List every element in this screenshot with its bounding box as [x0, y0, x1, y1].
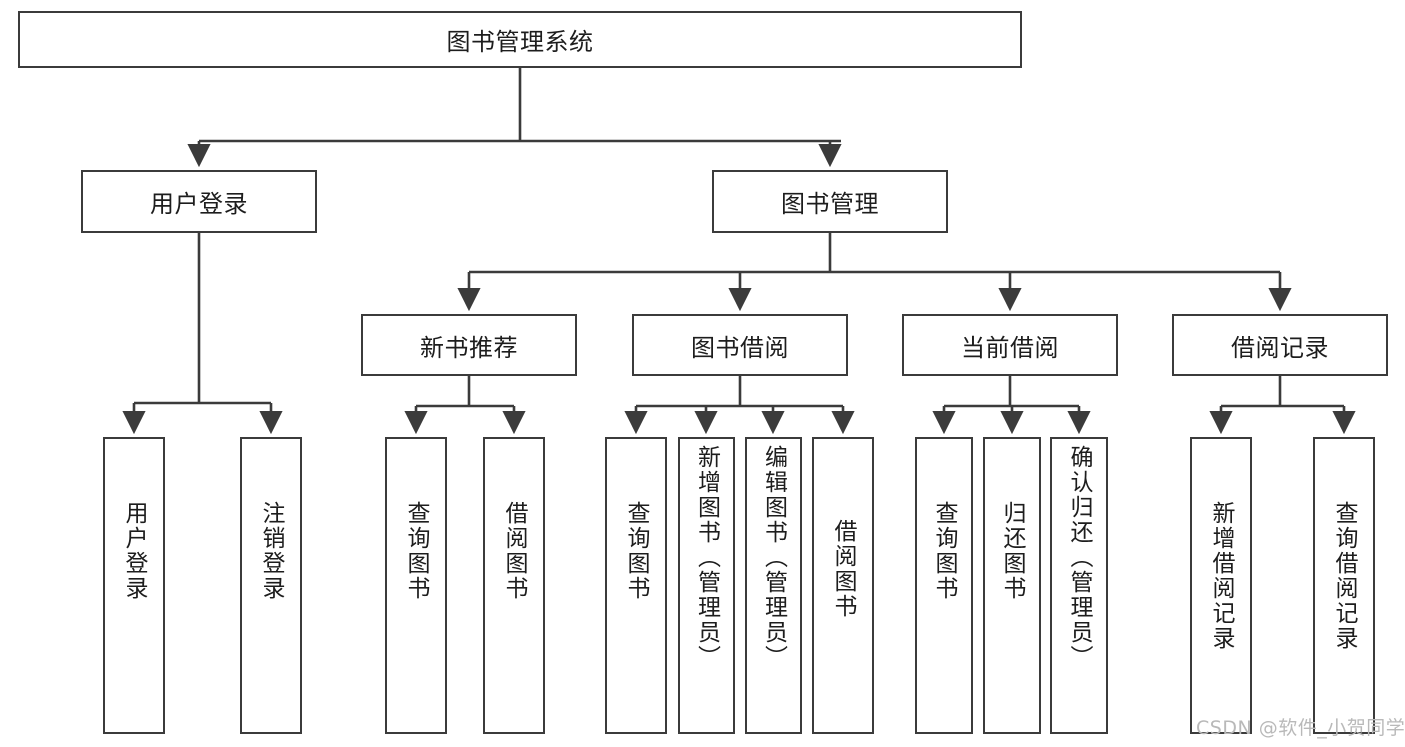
node-leaf-9[interactable]: 归还图书: [983, 437, 1041, 734]
node-level2-0[interactable]: 用户登录: [81, 170, 317, 233]
node-level3-2[interactable]: 当前借阅: [902, 314, 1118, 376]
node-leaf-8[interactable]: 查询图书: [915, 437, 973, 734]
node-leaf-2[interactable]: 查询图书: [385, 437, 447, 734]
node-leaf-11-label: 新增借阅记录: [1208, 501, 1235, 651]
node-leaf-3-label: 借阅图书: [501, 501, 528, 601]
node-leaf-7-label: 借阅图书: [830, 519, 857, 619]
csdn-watermark: CSDN @软件_小贺同学: [1196, 717, 1405, 739]
node-level3-0-label: 新书推荐: [420, 333, 518, 362]
node-level2-0-label: 用户登录: [150, 190, 248, 218]
node-leaf-1[interactable]: 注销登录: [240, 437, 302, 734]
node-leaf-11[interactable]: 新增借阅记录: [1190, 437, 1252, 734]
node-level3-0[interactable]: 新书推荐: [361, 314, 577, 376]
node-level3-3-label: 借阅记录: [1231, 333, 1329, 362]
node-leaf-0[interactable]: 用户登录: [103, 437, 165, 734]
node-leaf-4[interactable]: 查询图书: [605, 437, 667, 734]
node-leaf-10-label: 确认归还（管理员）: [1066, 445, 1093, 670]
node-leaf-0-label: 用户登录: [121, 501, 148, 601]
node-leaf-9-label: 归还图书: [999, 501, 1026, 601]
node-level3-1[interactable]: 图书借阅: [632, 314, 848, 376]
node-leaf-1-label: 注销登录: [258, 501, 285, 601]
node-leaf-7[interactable]: 借阅图书: [812, 437, 874, 734]
node-leaf-5[interactable]: 新增图书（管理员）: [678, 437, 735, 734]
node-root-label: 图书管理系统: [446, 28, 594, 56]
node-leaf-4-label: 查询图书: [623, 501, 650, 601]
node-level3-3[interactable]: 借阅记录: [1172, 314, 1388, 376]
node-root[interactable]: 图书管理系统: [18, 11, 1022, 68]
node-leaf-10[interactable]: 确认归还（管理员）: [1050, 437, 1108, 734]
node-level3-1-label: 图书借阅: [691, 333, 789, 362]
node-leaf-12-label: 查询借阅记录: [1331, 501, 1358, 651]
node-leaf-5-label: 新增图书（管理员）: [693, 445, 720, 670]
node-leaf-2-label: 查询图书: [403, 501, 430, 601]
node-leaf-6-label: 编辑图书（管理员）: [760, 445, 787, 670]
node-leaf-12[interactable]: 查询借阅记录: [1313, 437, 1375, 734]
node-leaf-6[interactable]: 编辑图书（管理员）: [745, 437, 802, 734]
node-level2-1-label: 图书管理: [781, 190, 879, 218]
node-level3-2-label: 当前借阅: [961, 333, 1059, 362]
node-level2-1[interactable]: 图书管理: [712, 170, 948, 233]
node-leaf-8-label: 查询图书: [931, 501, 958, 601]
node-leaf-3[interactable]: 借阅图书: [483, 437, 545, 734]
